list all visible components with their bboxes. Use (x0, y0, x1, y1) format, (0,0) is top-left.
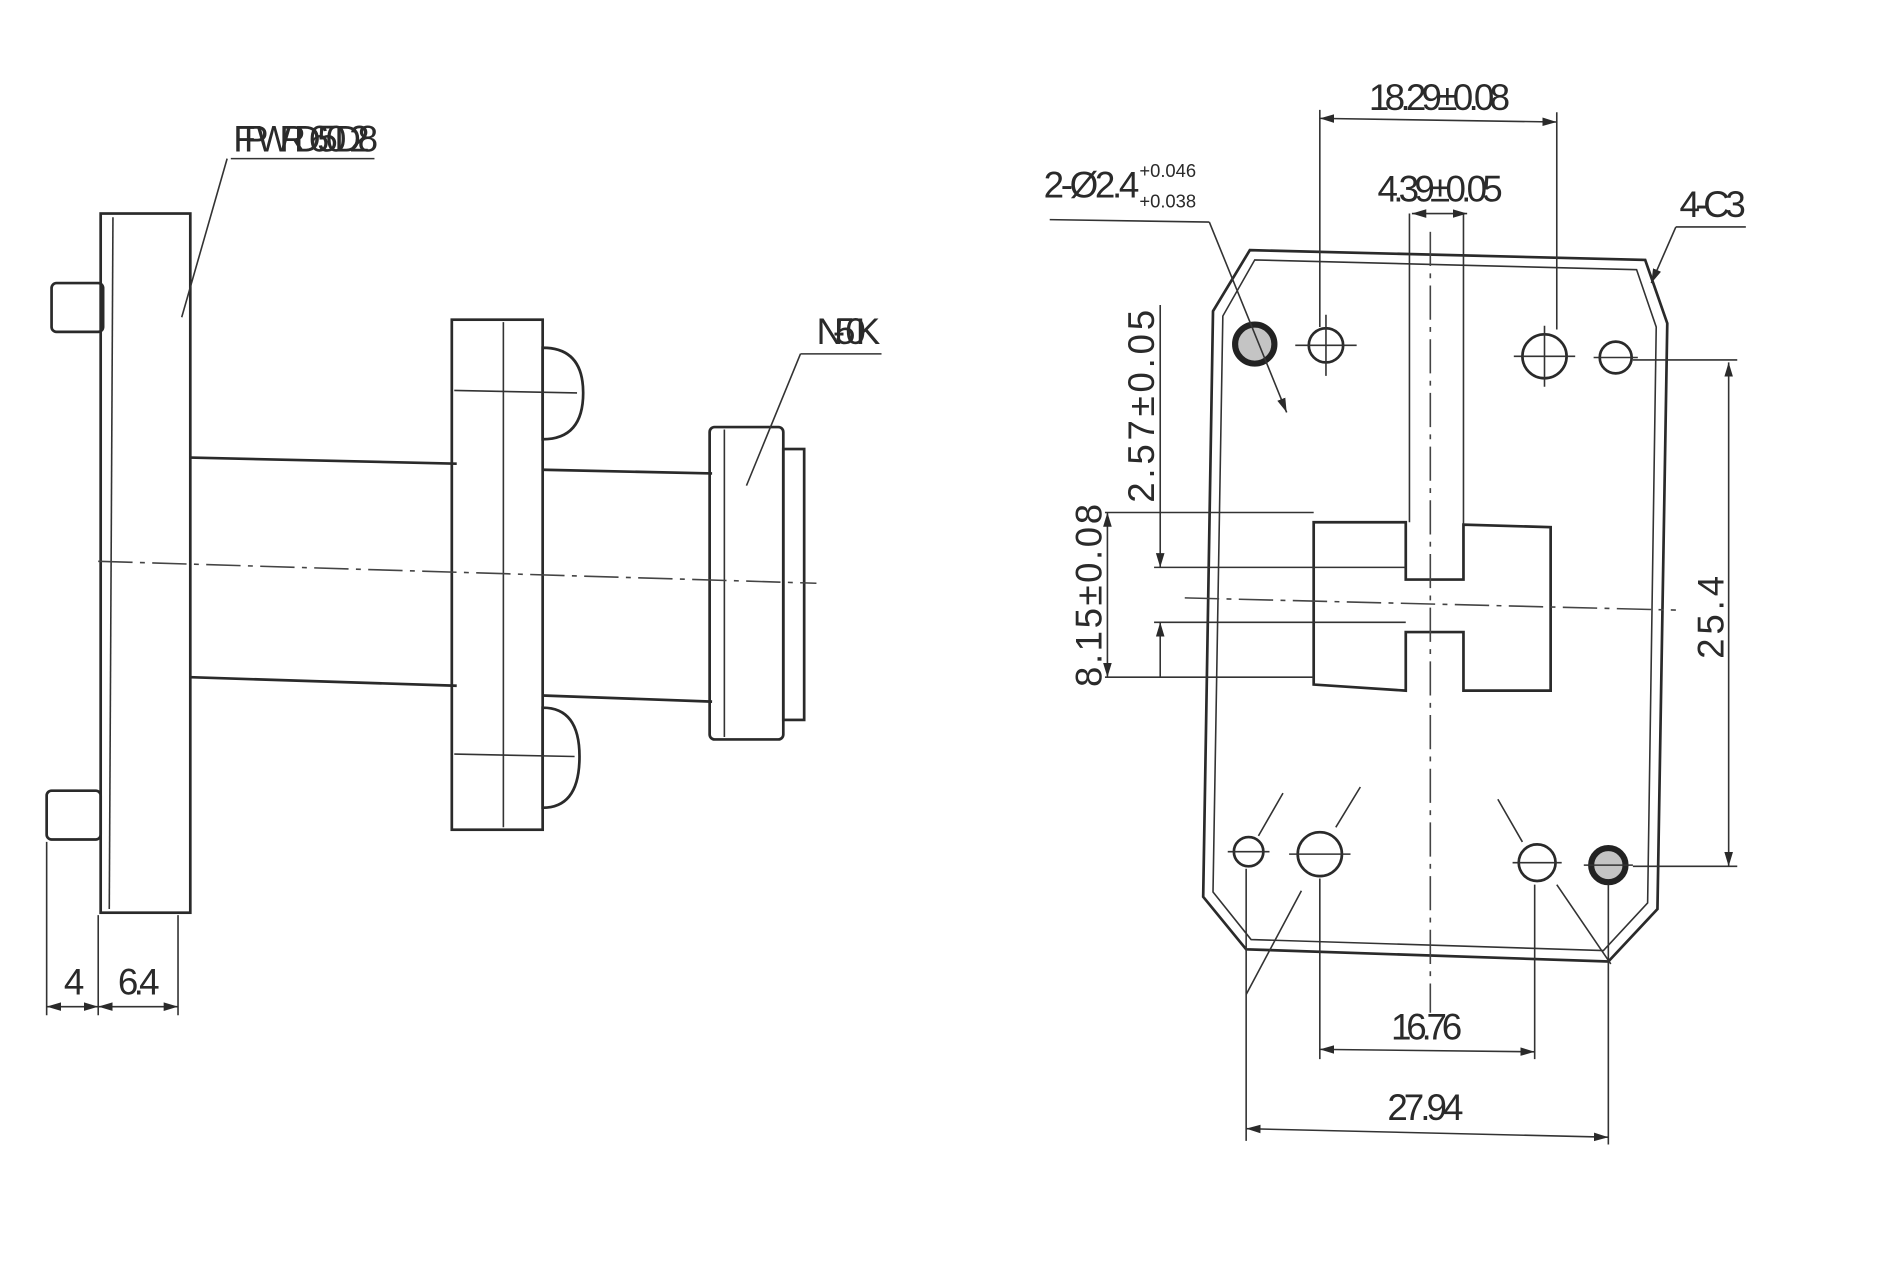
pin-top (50, 281, 105, 334)
screw-head-bottom (541, 706, 581, 810)
chamfer-callout: 4-C3 (1680, 184, 1746, 225)
part-label: FPWRD650D28 (233, 118, 378, 159)
centerline (98, 560, 817, 585)
n-connector (708, 425, 785, 741)
dim-ridge-width: 4.39±0.05 (1378, 168, 1503, 209)
dim-outer-hole-spacing: 27.94 (1387, 1087, 1463, 1128)
dim-pin-length: 4 (64, 962, 84, 1003)
adapter-flange (450, 318, 545, 832)
waveguide-flange (99, 212, 192, 915)
hole-callout: 2-Ø2.4 (1044, 165, 1140, 206)
connector-label: N-50K (816, 311, 880, 352)
dim-ridge-gap: 2.57±0.05 (1121, 310, 1162, 503)
front-view: 18.29±0.08 4.39±0.05 2-Ø2.4 +0.046 +0.03… (1044, 77, 1746, 1145)
screw-head-top (541, 346, 585, 441)
pin-bottom (45, 789, 103, 841)
dim-top-hole-spacing: 18.29±0.08 (1369, 77, 1510, 118)
dim-flange-thickness: 6.4 (118, 962, 160, 1003)
dim-bottom-hole-spacing: 16.76 (1391, 1007, 1462, 1048)
waveguide-body (190, 456, 713, 703)
hole-tolerance-lower: +0.038 (1139, 190, 1196, 211)
hole-tolerance-upper: +0.046 (1139, 160, 1196, 181)
ridged-waveguide-aperture (1312, 520, 1552, 693)
dim-aperture-height: 8.15±0.08 (1068, 504, 1109, 687)
side-view: FPWRD650D28 N-50K 4 6.4 (45, 118, 882, 1016)
alignment-hole (1232, 321, 1278, 367)
dim-vertical-hole-spacing: 25.4 (1691, 576, 1732, 659)
